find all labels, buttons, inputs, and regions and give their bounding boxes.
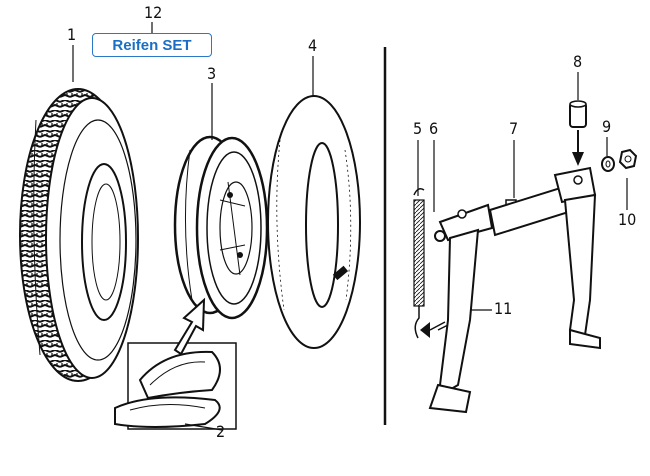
- callout-1: 1: [67, 25, 77, 44]
- spring-drawing: [413, 188, 425, 339]
- callout-7: 7: [509, 119, 519, 138]
- callout-12: 12: [144, 3, 163, 22]
- inner-tube-drawing: [267, 95, 361, 349]
- nut-drawing: [618, 148, 638, 170]
- center-stand-drawing: [420, 166, 601, 414]
- callout-8: 8: [573, 52, 583, 71]
- rim-drawing: [173, 135, 269, 320]
- callout-10: 10: [618, 210, 637, 229]
- callout-5: 5: [413, 119, 423, 138]
- callout-11: 11: [494, 299, 513, 318]
- callout-6: 6: [429, 119, 439, 138]
- callout-9: 9: [602, 117, 612, 136]
- reifen-set-button[interactable]: Reifen SET: [92, 33, 212, 57]
- spring-washer-drawing: [601, 156, 615, 172]
- tire-drawing: [19, 88, 139, 382]
- callout-2: 2: [216, 422, 226, 441]
- callout-3: 3: [207, 64, 217, 83]
- sleeve-drawing: [569, 100, 587, 166]
- callout-4: 4: [308, 36, 318, 55]
- leader-lines: [72, 22, 628, 431]
- rim-band-inset: [114, 297, 237, 430]
- washer-drawing: [434, 230, 446, 242]
